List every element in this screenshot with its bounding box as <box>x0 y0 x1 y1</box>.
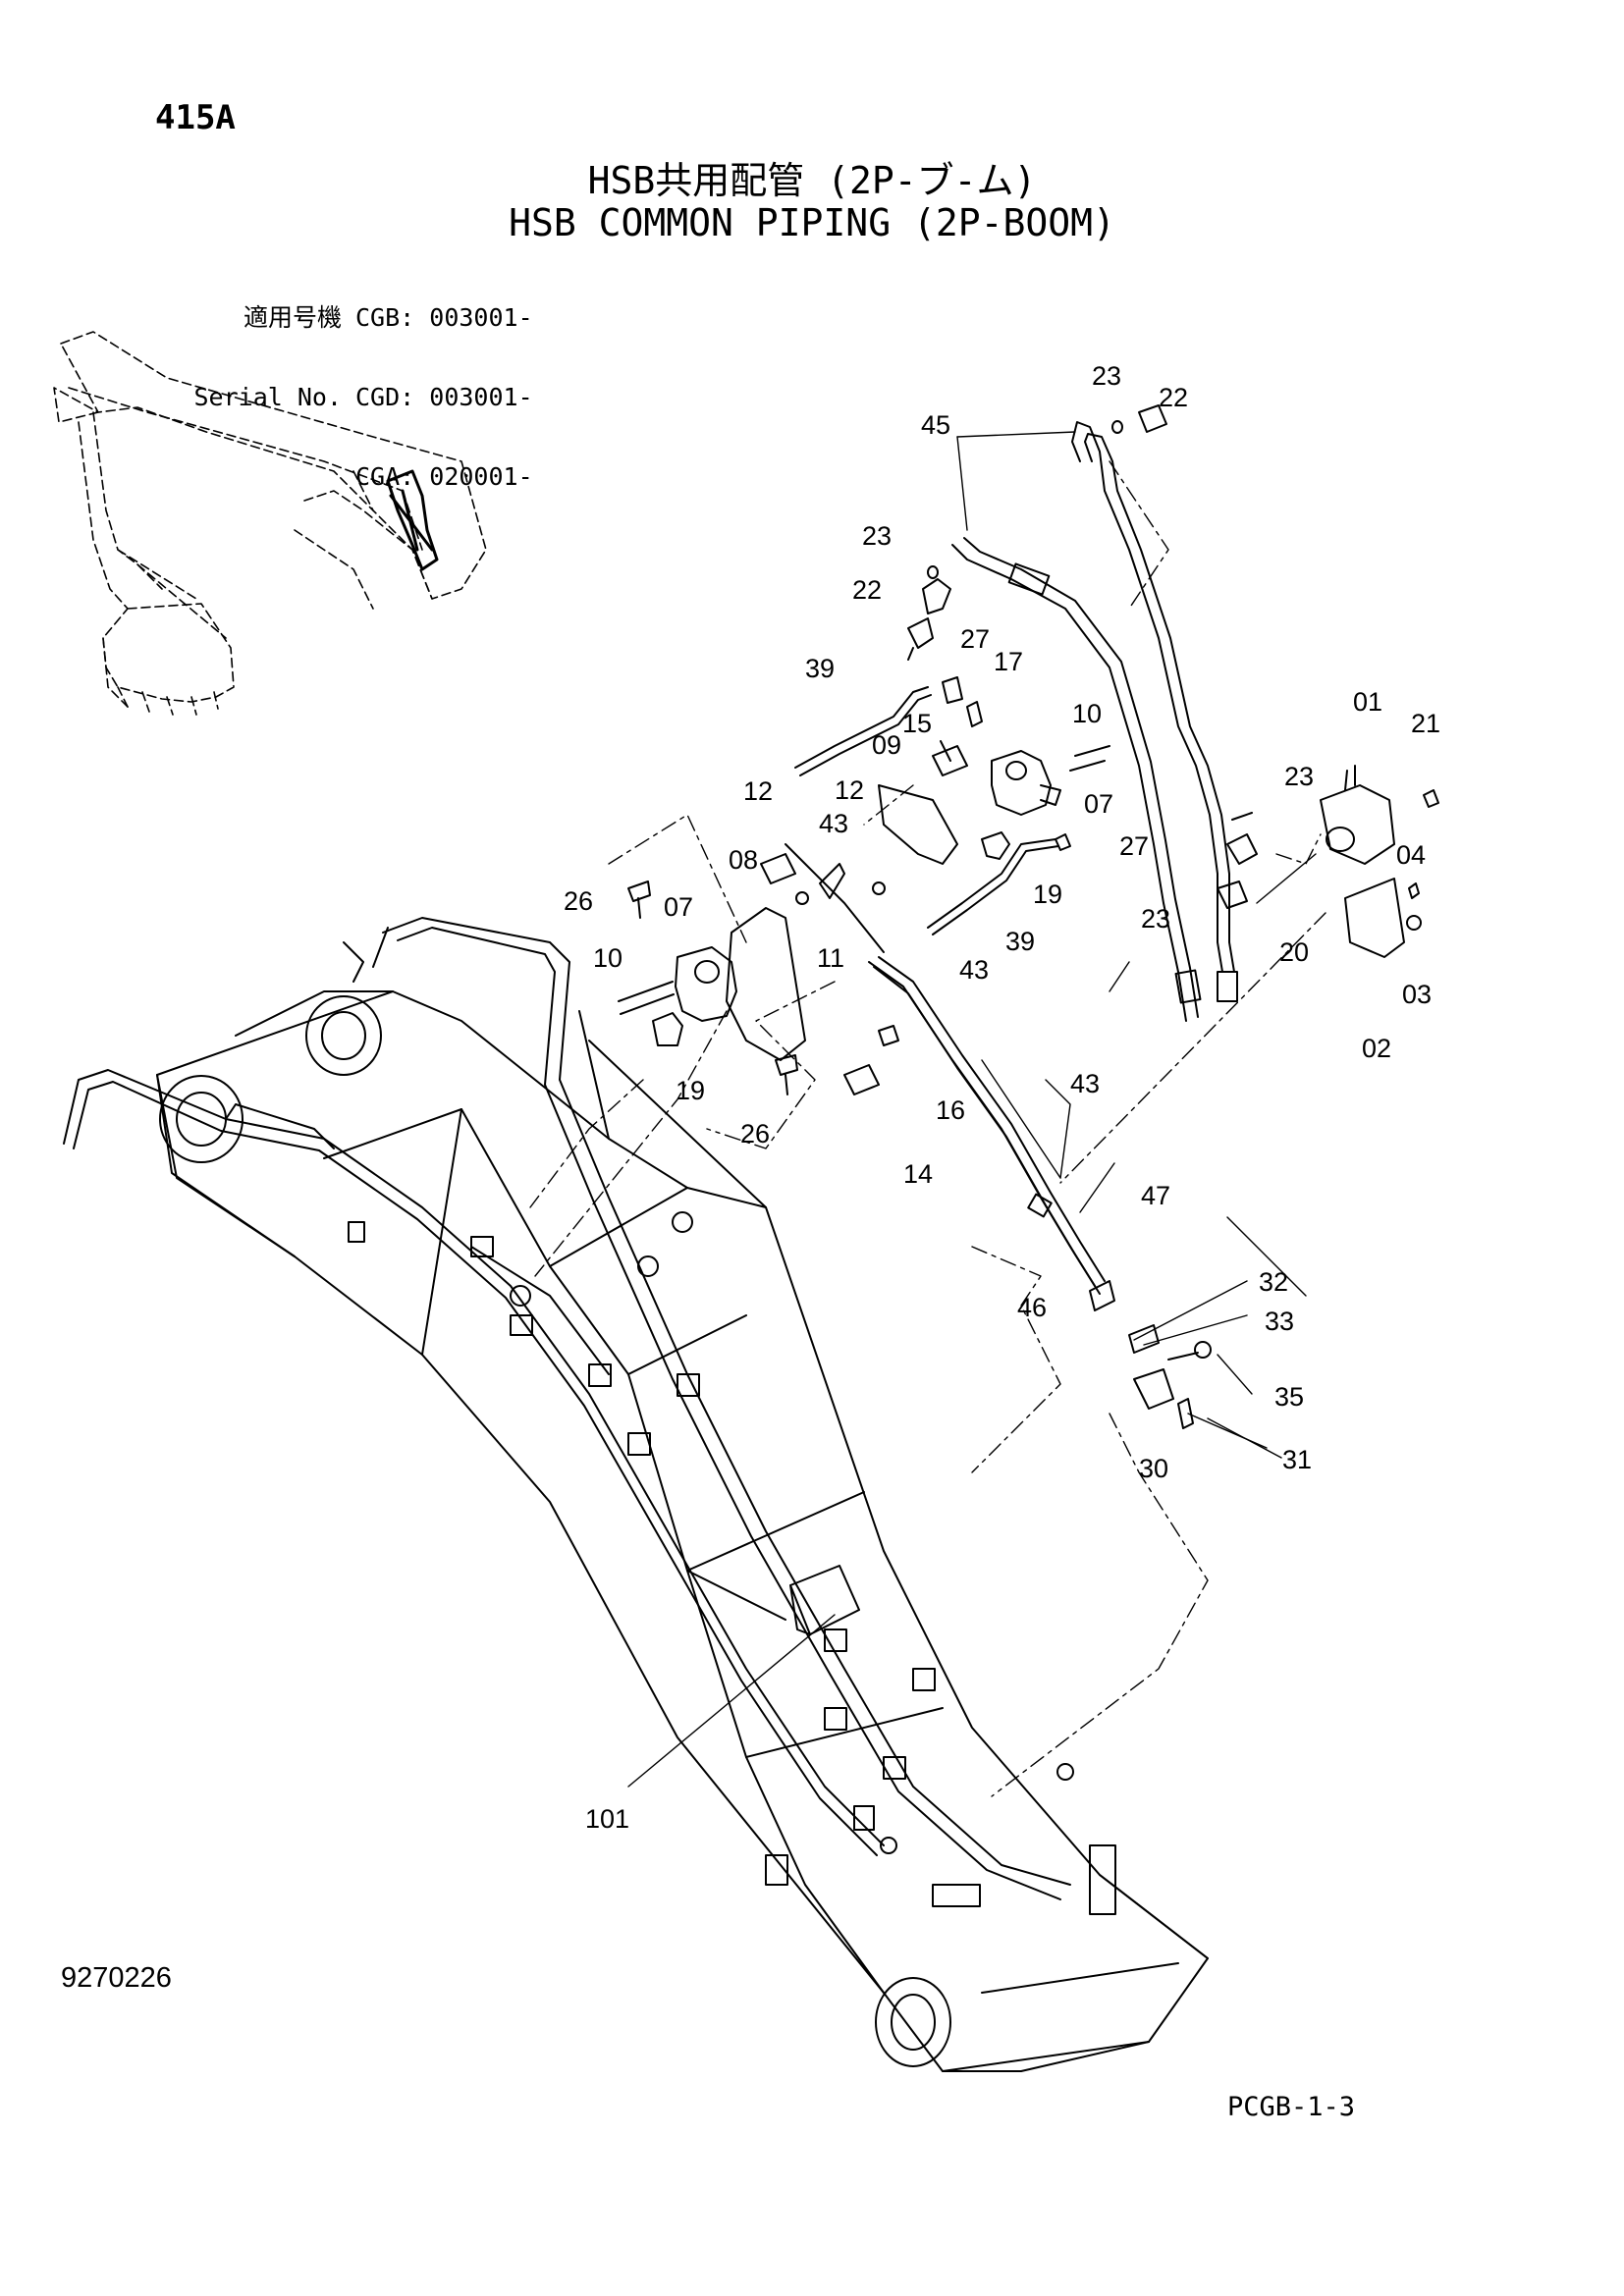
part-label-21: 21 <box>1411 709 1440 738</box>
serial-from: 003001- <box>429 303 533 332</box>
hose-assembly-45 <box>951 421 1238 1022</box>
part-label-04: 04 <box>1396 840 1426 870</box>
part-label-22: 22 <box>852 575 882 605</box>
part-label-39: 39 <box>1005 927 1035 956</box>
part-label-14: 14 <box>903 1159 933 1189</box>
part-label-26: 26 <box>564 886 593 916</box>
serial-row: Serial No. CGD: 003001- <box>155 383 533 411</box>
part-label-46: 46 <box>1017 1293 1047 1322</box>
serial-row: 適用号機 CGB: 003001- <box>155 304 533 331</box>
serial-from: 020001- <box>429 462 533 491</box>
part-label-07: 07 <box>1084 789 1113 819</box>
part-label-32: 32 <box>1259 1267 1288 1297</box>
drawing-number: 9270226 <box>61 1962 172 1994</box>
part-label-03: 03 <box>1402 980 1432 1009</box>
part-label-16: 16 <box>936 1095 965 1125</box>
serial-from: 003001- <box>429 383 533 411</box>
title-english: HSB COMMON PIPING (2P-BOOM) <box>509 201 1115 244</box>
part-label-35: 35 <box>1274 1382 1304 1412</box>
serial-model: CGB: <box>355 303 415 332</box>
part-label-27: 27 <box>1119 831 1149 861</box>
part-label-101: 101 <box>585 1804 629 1834</box>
part-label-23: 23 <box>1092 361 1121 391</box>
part-label-39: 39 <box>805 654 835 683</box>
part-label-47: 47 <box>1141 1181 1170 1210</box>
part-label-33: 33 <box>1265 1307 1294 1336</box>
connector-lines <box>529 460 1326 1797</box>
serial-applicability-block: 適用号機 CGB: 003001- Serial No. CGD: 003001… <box>155 251 533 516</box>
part-label-23: 23 <box>862 521 892 551</box>
part-label-09: 09 <box>872 730 901 760</box>
part-label-08: 08 <box>729 845 758 875</box>
part-label-07: 07 <box>664 892 693 922</box>
sheet-code: PCGB-1-3 <box>1227 2092 1356 2122</box>
leader-lines <box>627 431 1317 1788</box>
excavator-highlight <box>386 469 439 571</box>
serial-label-japanese: 適用号機 <box>243 303 342 332</box>
excavator-overview <box>53 331 487 716</box>
title-japanese: HSB共用配管 (2P-ブ-ム) <box>587 159 1037 202</box>
page-code: 415A <box>155 98 236 137</box>
serial-row: CGA: 020001- <box>155 463 533 490</box>
part-label-45: 45 <box>921 410 950 440</box>
part-label-23: 23 <box>1141 904 1170 934</box>
part-label-17: 17 <box>994 647 1023 676</box>
part-label-23: 23 <box>1284 762 1314 791</box>
boom-body <box>63 917 1209 2072</box>
part-label-22: 22 <box>1159 383 1188 412</box>
part-label-12: 12 <box>743 776 773 806</box>
part-label-12: 12 <box>835 775 864 805</box>
part-label-26: 26 <box>740 1119 770 1148</box>
part-label-19: 19 <box>1033 880 1062 909</box>
part-label-43: 43 <box>819 809 848 838</box>
part-label-27: 27 <box>960 624 990 654</box>
part-label-43: 43 <box>959 955 989 985</box>
part-label-20: 20 <box>1279 937 1309 967</box>
part-label-19: 19 <box>676 1076 705 1105</box>
part-label-31: 31 <box>1282 1445 1312 1474</box>
tubes-and-hardware <box>618 404 1439 1429</box>
part-label-10: 10 <box>593 943 623 973</box>
serial-model: CGD: <box>355 383 415 411</box>
serial-label-english: Serial No. <box>193 383 342 411</box>
part-label-11: 11 <box>817 943 844 973</box>
part-label-01: 01 <box>1353 687 1382 717</box>
part-label-43: 43 <box>1070 1069 1100 1098</box>
part-label-02: 02 <box>1362 1034 1391 1063</box>
part-label-10: 10 <box>1072 699 1102 728</box>
part-label-30: 30 <box>1139 1454 1168 1483</box>
part-label-15: 15 <box>902 709 932 738</box>
